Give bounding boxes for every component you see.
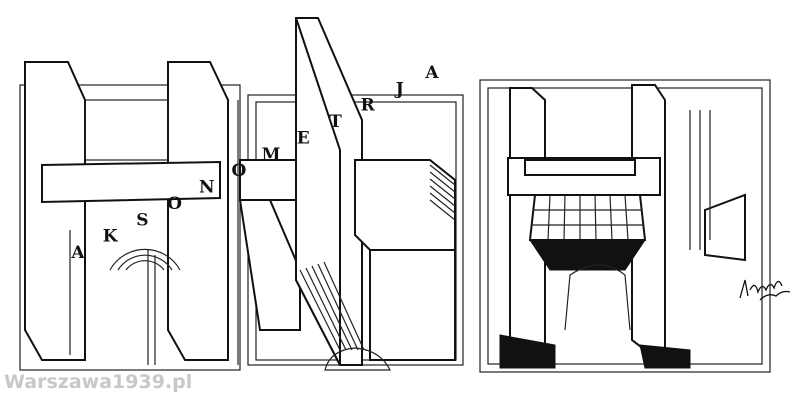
title-letter: A bbox=[70, 243, 85, 263]
title-letter: T bbox=[329, 112, 342, 132]
middle-building bbox=[238, 17, 464, 371]
watermark: Warszawa1939.pl bbox=[4, 371, 193, 393]
title-letter: A bbox=[424, 63, 439, 83]
title-letter: M bbox=[262, 145, 281, 165]
right-building bbox=[479, 79, 771, 373]
title-letter: E bbox=[297, 128, 310, 148]
title-letter: J bbox=[394, 79, 404, 99]
title-letter: O bbox=[232, 161, 247, 181]
title-letter: N bbox=[199, 178, 215, 198]
title-letter: R bbox=[361, 96, 376, 116]
title-letter: S bbox=[136, 210, 148, 230]
signature bbox=[739, 279, 791, 301]
title-letter: K bbox=[103, 227, 119, 247]
title-letter: O bbox=[167, 194, 182, 214]
left-building bbox=[19, 61, 241, 371]
